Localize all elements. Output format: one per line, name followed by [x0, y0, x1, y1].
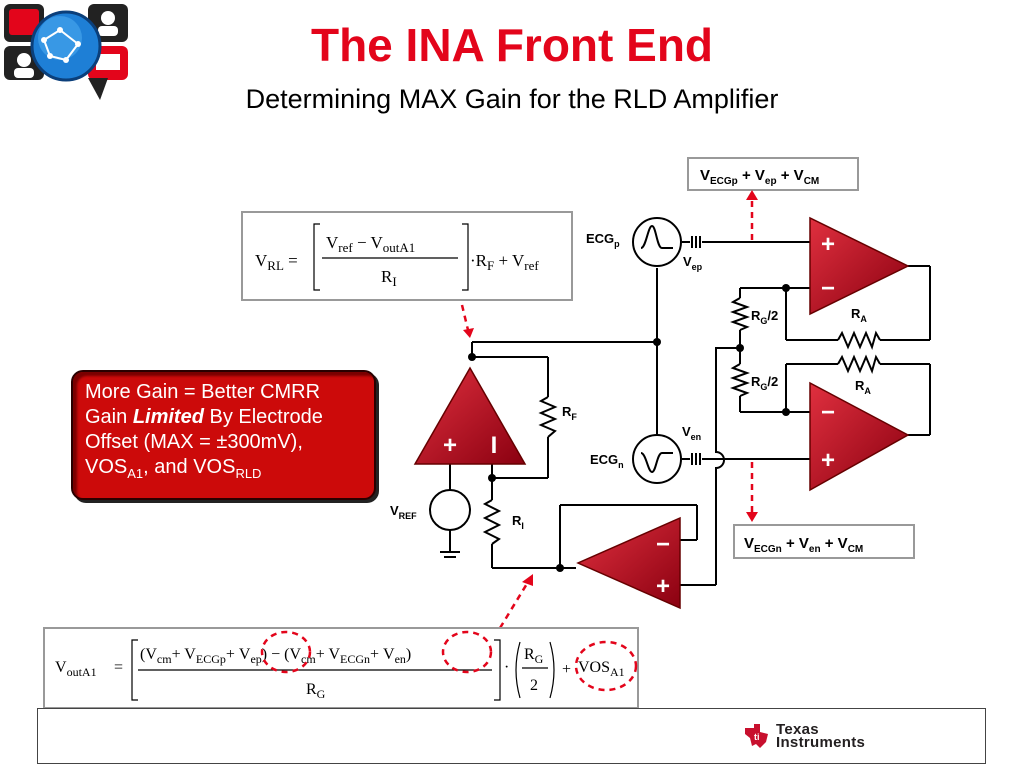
- svg-text:RG: RG: [306, 681, 326, 701]
- svg-text:=: =: [114, 659, 123, 676]
- rld-opamp-plus: +: [443, 432, 457, 459]
- buffer-opamp: [576, 516, 681, 610]
- voutA1-equation: VoutA1 = (Vcm+ VECGp+Vep)−(Vcm+ VECGn+Ve…: [55, 639, 625, 701]
- top-result-text: VECGp + Vep + VCM: [700, 167, 819, 187]
- upper-opamp-plus: +: [821, 231, 835, 258]
- vref-source: [429, 489, 471, 531]
- label-vref: VREF: [390, 503, 417, 521]
- label-ra-bottom: RA: [855, 378, 871, 396]
- upper-opamp: [809, 216, 910, 316]
- footer-bar: [37, 708, 986, 764]
- svg-text:·: ·: [504, 659, 509, 676]
- label-rg-half-top: RG/2: [751, 308, 778, 326]
- svg-text:·RF + Vref: ·RF + Vref: [470, 251, 539, 273]
- label-ra-top: RA: [851, 306, 867, 324]
- svg-text:RG: RG: [524, 646, 544, 666]
- label-rg-half-bottom: RG/2: [751, 374, 778, 392]
- svg-text:2: 2: [530, 677, 538, 694]
- page-title: The INA Front End: [310, 19, 714, 71]
- bottom-result-box: [733, 524, 915, 559]
- callout-line-1: More Gain = Better CMRR: [85, 381, 321, 403]
- ti-logo-line1: Texas: [776, 721, 819, 738]
- svg-text:(Vcm+ VECGp+Vep)−(Vcm+ VECGn+V: (Vcm+ VECGp+Vep)−(Vcm+ VECGn+Ven): [140, 646, 411, 666]
- bottom-result-text: VECGn + Ven + VCM: [744, 535, 863, 555]
- ti-logo-line2: Instruments: [776, 734, 866, 751]
- label-ecgn: ECGn: [590, 452, 624, 470]
- upper-opamp-minus: −: [821, 275, 835, 302]
- lower-opamp: [809, 381, 910, 492]
- callout-line-3: Offset (MAX = ±300mV),: [85, 431, 303, 453]
- rld-opamp-bar: I: [491, 432, 498, 459]
- vrl-equation-box: [241, 211, 573, 301]
- label-ven: Ven: [682, 424, 701, 442]
- buffer-opamp-plus: +: [656, 573, 670, 600]
- texas-instruments-logo: ti Texas Instruments: [742, 722, 865, 750]
- page-subtitle: Determining MAX Gain for the RLD Amplifi…: [245, 84, 779, 114]
- top-result-box: [687, 157, 859, 191]
- gain-callout: More Gain = Better CMRR Gain Limited By …: [71, 370, 376, 500]
- callout-line-4: VOSA1, and VOSRLD: [85, 456, 262, 481]
- vrl-equation: VRL = Vref − VoutA1 RI ·RF + Vref: [255, 223, 539, 291]
- lower-opamp-plus: +: [821, 447, 835, 474]
- svg-text:VOSA1: VOSA1: [578, 659, 625, 679]
- svg-text:ti: ti: [754, 732, 760, 742]
- svg-text:Vref − VoutA1: Vref − VoutA1: [326, 233, 415, 255]
- buffer-opamp-minus: −: [656, 531, 670, 558]
- rld-opamp: [413, 366, 527, 465]
- svg-text:RI: RI: [381, 267, 397, 289]
- lower-opamp-minus: −: [821, 399, 835, 426]
- svg-text:+: +: [562, 661, 571, 678]
- callout-line-2: Gain Limited By Electrode: [85, 406, 323, 428]
- label-ecgp: ECGp: [586, 231, 620, 249]
- label-vep: Vep: [683, 254, 703, 272]
- label-rf: RF: [562, 404, 577, 422]
- svg-text:VoutA1: VoutA1: [55, 659, 97, 679]
- svg-text:VRL =: VRL =: [255, 251, 298, 273]
- ti-state-icon: ti: [745, 724, 768, 748]
- label-ri: RI: [512, 513, 524, 531]
- globe-people-icon: [4, 4, 128, 100]
